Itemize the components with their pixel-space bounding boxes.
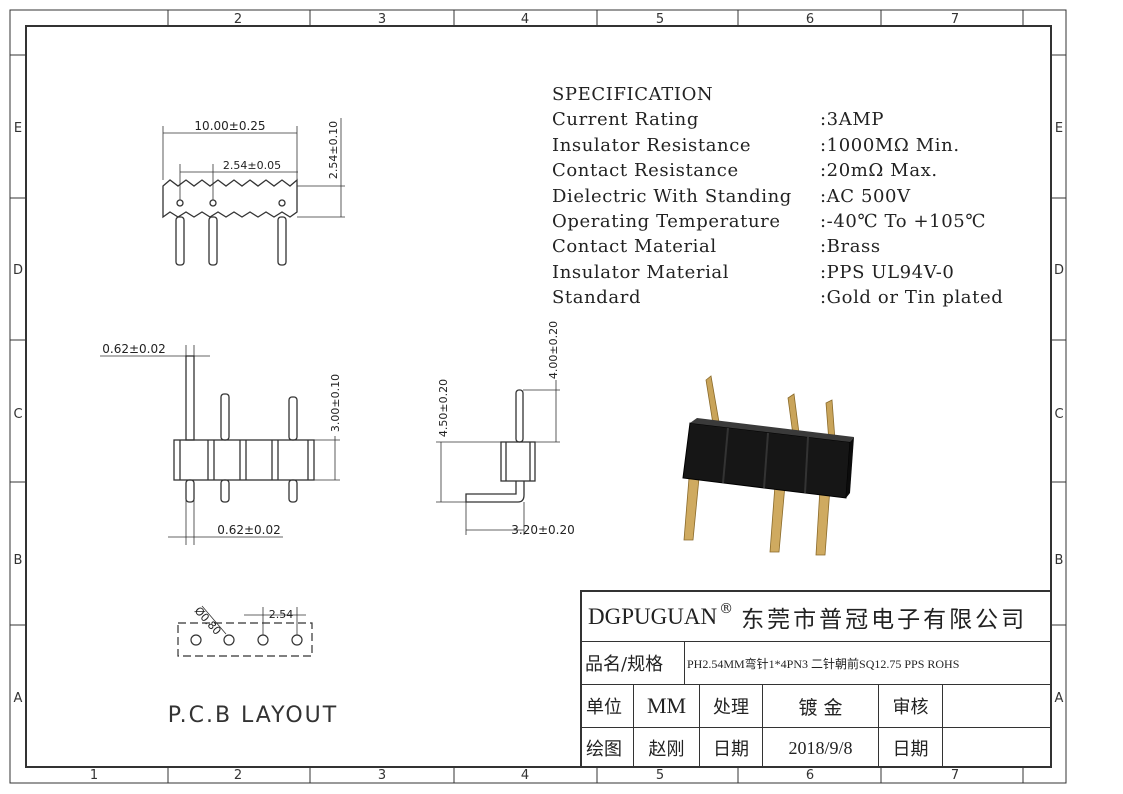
zone-bottom-label: 3: [378, 768, 386, 783]
process-label: 处理: [713, 697, 749, 718]
zone-bottom-label: 1: [90, 768, 98, 783]
side-view-drawing: [436, 380, 560, 535]
dim-top-height: 2.54±0.10: [327, 121, 340, 179]
zone-bottom-label: 6: [806, 768, 814, 783]
drawer-value: 赵刚: [648, 739, 685, 760]
spec-row: Insulator Resistance :1000MΩ Min.: [552, 133, 1003, 158]
zone-top-label: 4: [521, 12, 529, 27]
zone-bottom-label: 4: [521, 768, 529, 783]
company-cn: 东莞市普冠电子有限公司: [741, 606, 1028, 633]
unit-value: MM: [646, 693, 687, 718]
dim-front-pin-bottom: 0.62±0.02: [217, 523, 281, 537]
zone-right-label: E: [1055, 121, 1063, 136]
zone-left-label: B: [14, 553, 23, 568]
zone-left-label: D: [13, 263, 23, 278]
spec-label: Operating Temperature: [552, 210, 781, 232]
zone-bottom-label: 7: [951, 768, 959, 783]
spec-row: Insulator Material :PPS UL94V-0: [552, 260, 1003, 285]
spec-row: Standard :Gold or Tin plated: [552, 285, 1003, 310]
outer-border: [9, 9, 1067, 784]
zone-left-label: E: [14, 121, 22, 136]
zone-top-label: 5: [656, 12, 664, 27]
specification-block: SPECIFICATION Current Rating :3AMP Insula…: [552, 82, 1003, 311]
spec-value: :20mΩ Max.: [820, 160, 938, 182]
dim-side-bend: 3.20±0.20: [511, 523, 575, 537]
process-value: 镀 金: [798, 696, 843, 719]
spec-label: Current Rating: [552, 109, 699, 131]
dim-pcb-pitch: 2.54: [269, 608, 294, 621]
connector-photo: [682, 375, 854, 556]
drawer-label: 绘图: [586, 739, 622, 760]
zone-left-label: C: [13, 407, 22, 422]
spec-value: :Gold or Tin plated: [820, 287, 1004, 309]
spec-value: :1000MΩ Min.: [820, 134, 960, 156]
inner-border: [25, 25, 1052, 768]
spec-value: :3AMP: [820, 109, 885, 131]
spec-value: :PPS UL94V-0: [820, 261, 955, 283]
zone-bottom-label: 5: [656, 768, 664, 783]
spec-value: :AC 500V: [820, 185, 911, 207]
dim-top-width: 10.00±0.25: [194, 119, 265, 133]
spec-title: SPECIFICATION: [552, 84, 714, 105]
spec-row: Dielectric With Standing :AC 500V: [552, 184, 1003, 209]
dim-side-total: 4.50±0.20: [437, 379, 450, 437]
zone-left-label: A: [14, 691, 23, 706]
review-value: [943, 685, 1049, 727]
dim-side-top: 4.00±0.20: [547, 321, 560, 379]
spec-label: Contact Resistance: [552, 160, 739, 182]
spec-label: Dielectric With Standing: [552, 185, 792, 207]
spec-label: Standard: [552, 287, 642, 309]
zone-top-label: 2: [234, 12, 242, 27]
zone-right-label: B: [1055, 553, 1064, 568]
date-value: 2018/9/8: [788, 737, 853, 758]
zone-right-label: D: [1054, 263, 1064, 278]
front-view-drawing: [100, 345, 340, 545]
dim-front-pin-top: 0.62±0.02: [102, 342, 166, 356]
spec-value: :-40℃ To +105℃: [820, 210, 987, 232]
zone-top-label: 7: [951, 12, 959, 27]
zone-bottom-label: 2: [234, 768, 242, 783]
review-label: 审核: [892, 697, 929, 718]
name-value: PH2.54MM弯针1*4PN3 二针朝前SQ12.75 PPS ROHS: [687, 656, 960, 671]
dim-pcb-hole: Ø0.80: [192, 604, 224, 637]
title-block: DGPUGUAN ® 东莞市普冠电子有限公司 品名/规格 PH2.54MM弯针1…: [580, 590, 1052, 768]
date-label-2: 日期: [892, 739, 929, 760]
unit-label: 单位: [586, 697, 622, 718]
spec-label: Insulator Material: [552, 261, 730, 283]
spec-row: Current Rating :3AMP: [552, 107, 1003, 132]
spec-label: Insulator Resistance: [552, 134, 752, 156]
dim-front-height: 3.00±0.10: [329, 374, 342, 432]
dim-top-pitch: 2.54±0.05: [223, 159, 281, 172]
zone-top-label: 3: [378, 12, 386, 27]
company-en: DGPUGUAN: [588, 603, 718, 629]
registered-mark: ®: [719, 601, 734, 617]
spec-value: :Brass: [820, 236, 881, 258]
top-view-drawing: [162, 118, 345, 266]
spec-row: Contact Resistance :20mΩ Max.: [552, 158, 1003, 183]
spec-label: Contact Material: [552, 236, 717, 258]
spec-row: Operating Temperature :-40℃ To +105℃: [552, 209, 1003, 234]
pcb-layout-drawing: [177, 605, 313, 657]
zone-ticks: [10, 10, 1066, 783]
date-value-2: [943, 728, 1049, 768]
zone-top-label: 6: [806, 12, 814, 27]
name-label: 品名/规格: [585, 654, 664, 675]
company-name: DGPUGUAN ® 东莞市普冠电子有限公司: [588, 592, 1048, 641]
spec-row: Contact Material :Brass: [552, 234, 1003, 259]
pcb-layout-title: P.C.B LAYOUT: [168, 703, 338, 728]
zone-right-label: A: [1055, 691, 1064, 706]
zone-right-label: C: [1054, 407, 1063, 422]
date-label: 日期: [713, 739, 749, 760]
